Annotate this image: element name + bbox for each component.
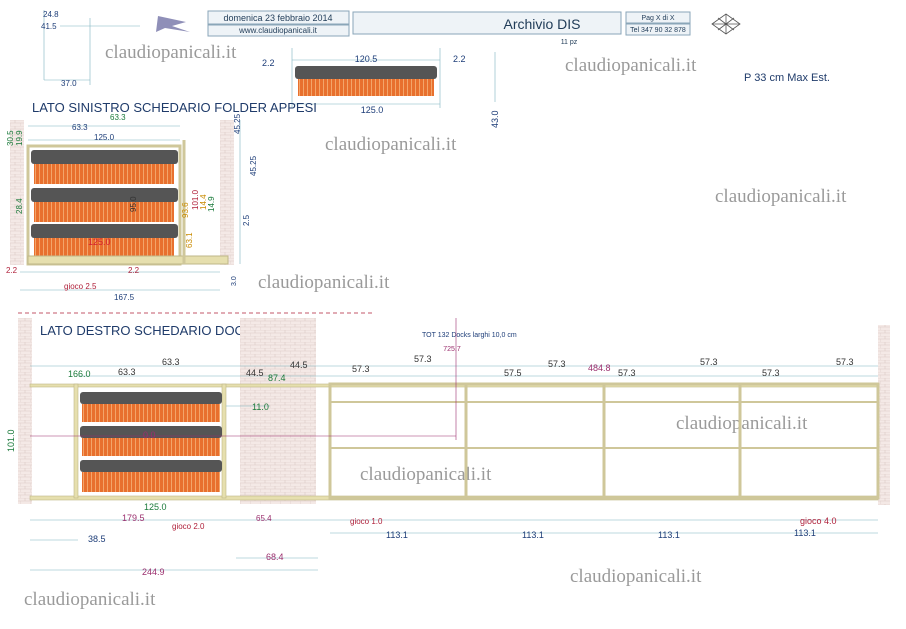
dim-label: 125.0	[94, 133, 115, 142]
phone-number: Tel 347 90 32 878	[630, 27, 686, 34]
dim-label: 65.4	[256, 514, 272, 523]
dim-label: 19.9	[15, 130, 24, 146]
archive-title: Archivio DIS	[503, 16, 580, 32]
dim-label: 725.7	[443, 346, 461, 353]
single-rack-detail: 120.5 2.2 2.2 125.0 43.0	[262, 48, 500, 128]
dim-label: 95.0	[129, 196, 138, 212]
dim-label: 57.3	[618, 368, 636, 378]
dim-label: 57.3	[836, 357, 854, 367]
left-cabinet: 63.3 63.3 125.0 45.25 45.25 30.5 19.9 28…	[6, 113, 258, 302]
top-left-dims: 24.8 41.5 37.0	[41, 10, 140, 88]
dim-label: 101.0	[191, 189, 200, 210]
watermark: claudiopanicali.it	[24, 589, 156, 610]
right-cabinet: 166.0 63.3 63.3 44.5 44.5 87.4 57.3 57.3…	[6, 318, 890, 577]
dim-label: 63.3	[118, 367, 136, 377]
dim-label: 101.0	[6, 429, 16, 452]
dim-label: 2.5	[242, 214, 251, 226]
dim-label: 120.5	[355, 54, 378, 64]
watermark: claudiopanicali.it	[676, 413, 808, 434]
dim-label: 2.2	[453, 54, 466, 64]
page-number: Pag X di X	[641, 15, 674, 22]
dim-label: 125.0	[361, 105, 384, 115]
dim-label: 44.5	[246, 368, 264, 378]
dim-label: 63.3	[72, 123, 88, 132]
dim-label: 24.8	[43, 10, 59, 19]
dim-label: 63.3	[162, 357, 180, 367]
dim-label: 113.1	[658, 530, 680, 540]
wall-left	[18, 318, 32, 504]
gioco-label: gioco 2.0	[172, 522, 205, 531]
dim-label: 166.0	[68, 369, 91, 379]
watermark: claudiopanicali.it	[325, 134, 457, 155]
dim-label: 30.5	[6, 130, 15, 146]
wall-pillar	[240, 318, 316, 504]
dim-label: 113.1	[386, 530, 408, 540]
dim-label: 179.5	[122, 513, 145, 523]
dim-label: 87.4	[268, 373, 286, 383]
dim-label: 484.8	[588, 363, 611, 373]
watermark: claudiopanicali.it	[715, 186, 847, 207]
dim-label: 43.0	[490, 110, 500, 128]
dim-label: 37.0	[61, 79, 77, 88]
archive-title-box	[352, 11, 622, 35]
phone-box	[625, 23, 691, 36]
left-section-title: LATO SINISTRO SCHEDARIO FOLDER APPESI	[32, 100, 317, 115]
compass-logo-icon	[711, 13, 741, 35]
dim-label: 113.1	[522, 530, 544, 540]
dim-label: 38.5	[88, 534, 106, 544]
dim-label: 167.5	[114, 293, 135, 302]
header-website: www.claudiopanicali.it	[238, 26, 318, 35]
dim-label: 14.4	[199, 194, 208, 210]
dim-label: 2.2	[262, 58, 275, 68]
header-logo	[156, 16, 190, 32]
dim-label: 57.3	[762, 368, 780, 378]
dim-label: 57.3	[414, 354, 432, 364]
watermark: claudiopanicali.it	[360, 464, 492, 485]
wall-left	[10, 120, 24, 265]
dim-label: 57.3	[548, 359, 566, 369]
gioco-label: gioco 4.0	[800, 516, 837, 526]
hanging-rail	[295, 66, 437, 79]
watermark: claudiopanicali.it	[565, 55, 697, 76]
dim-label: 113.1	[794, 528, 816, 538]
total-note: TOT 132 Docks larghi 10,0 cm	[422, 332, 517, 339]
dim-label: 244.9	[142, 567, 165, 577]
date-box	[207, 10, 350, 25]
dim-label: 45.25	[233, 113, 242, 134]
dim-label: 44.5	[290, 360, 308, 370]
depth-note: P 33 cm Max Est.	[744, 72, 830, 84]
dim-label: 57.5	[504, 368, 522, 378]
wall-right	[878, 325, 890, 505]
page-box	[625, 11, 691, 24]
pieces-count: 11 pz	[561, 39, 578, 46]
dim-label: 2.2	[6, 266, 18, 275]
dim-label: 45.25	[249, 155, 258, 176]
dim-label: 28.4	[15, 198, 24, 214]
dim-label: 68.4	[266, 552, 284, 562]
dim-label: 57.3	[352, 364, 370, 374]
watermark: claudiopanicali.it	[258, 272, 390, 293]
watermark: claudiopanicali.it	[570, 566, 702, 587]
dim-label: 0.0	[143, 430, 156, 440]
hanging-folders	[298, 79, 434, 96]
dim-label: 41.5	[41, 22, 57, 31]
dim-label: 63.1	[185, 232, 194, 248]
watermark: claudiopanicali.it	[105, 42, 237, 63]
dim-label: 125.0	[144, 502, 167, 512]
bird-logo-icon	[156, 16, 190, 32]
gioco-label: gioco 1.0	[350, 517, 383, 526]
dim-label: 11.0	[252, 402, 269, 412]
dim-label: 63.3	[110, 113, 126, 122]
dim-label: 2.2	[128, 266, 140, 275]
dim-label: 125.0	[88, 237, 111, 247]
wall-right	[220, 120, 234, 265]
dim-label: 57.3	[700, 357, 718, 367]
header-date: domenica 23 febbraio 2014	[223, 13, 332, 23]
dim-label: 93.6	[181, 202, 190, 218]
website-box	[207, 24, 350, 37]
dim-label: 14.9	[207, 196, 216, 212]
dim-label: 3.0	[231, 276, 238, 286]
gioco-label: gioco 2.5	[64, 282, 97, 291]
